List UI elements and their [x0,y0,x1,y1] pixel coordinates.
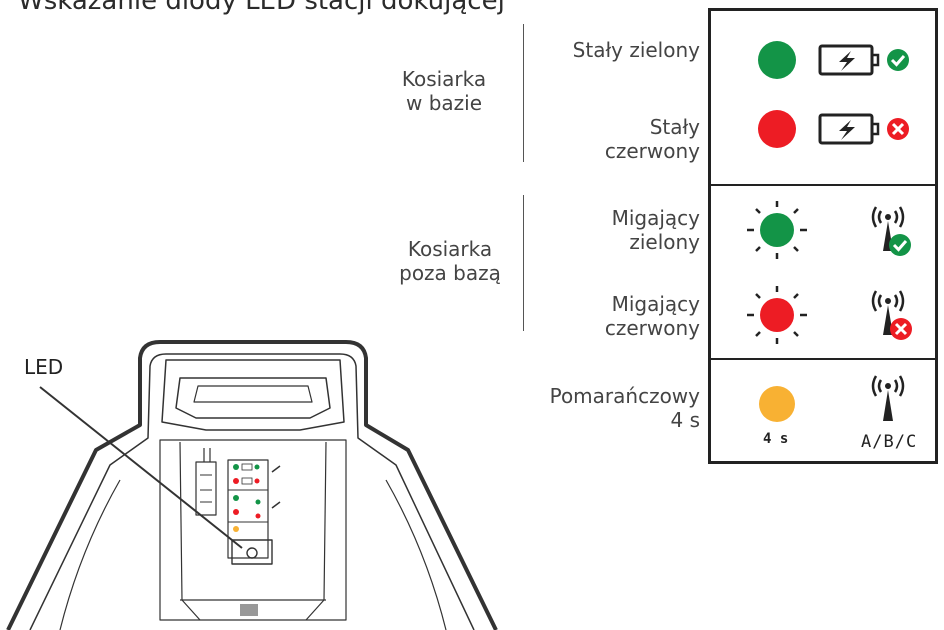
docking-station-illustration [6,340,498,630]
abc-label: A/B/C [861,432,918,452]
battery-error-icon [818,113,909,145]
led-blink-red-icon [747,286,807,344]
row-label-orange: Pomarańczowy 4 s [549,384,700,432]
mini-led-blink-red-dot [233,509,239,515]
led-orange-icon [759,386,795,422]
led-indicator-panel: 4 s A/B/C [708,8,938,464]
mini-led-orange-dot [233,526,239,532]
antenna-ok-icon [871,206,911,256]
row-label-blink-red: Migający czerwony [604,292,700,340]
led-callout-line [39,386,243,549]
led-callout-label: LED [24,355,64,379]
group-divider-outside-base [523,195,524,331]
group-label-outside-base: Kosiarka poza bazą [399,237,501,285]
mini-led-red-dot [233,478,239,484]
battery-charged-icon [818,44,909,76]
panel-divider-2 [711,358,935,360]
panel-graphics [747,41,912,422]
led-solid-red-icon [758,110,796,148]
group-label-in-base: Kosiarka w bazie [401,67,487,115]
row-label-solid-red: Stały czerwony [604,115,700,163]
led-blink-green-icon [747,201,807,259]
led-solid-green-icon [758,41,796,79]
group-divider-in-base [523,24,524,162]
mini-led-blink-green-dot [233,495,239,501]
antenna-icon [871,375,905,421]
panel-divider-1 [711,184,935,186]
row-label-blink-green: Migający zielony [611,206,700,254]
page-title: Wskazanie diody LED stacji dokującej [18,0,505,16]
duration-label: 4 s [763,431,789,447]
antenna-error-icon [871,290,912,340]
mini-led-green-dot [233,464,239,470]
row-label-solid-green: Stały zielony [572,38,700,62]
